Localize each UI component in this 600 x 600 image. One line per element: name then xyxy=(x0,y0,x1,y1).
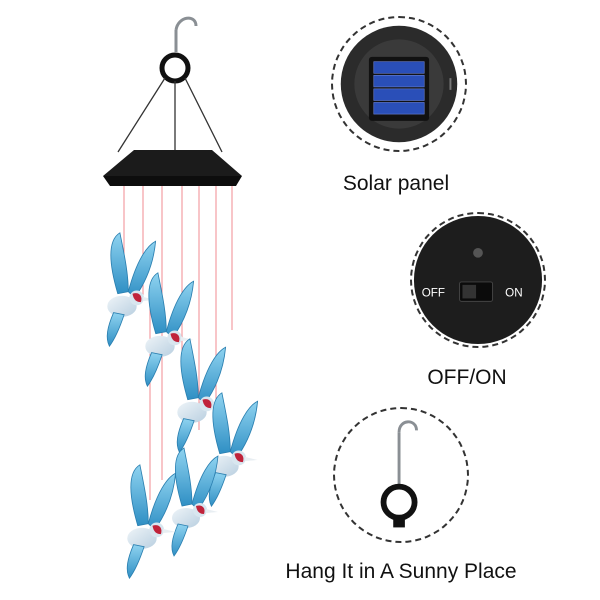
solar-panel-icon xyxy=(340,25,458,143)
hook-caption: Hang It in A Sunny Place xyxy=(285,560,517,583)
hook-icon xyxy=(380,420,418,528)
solar-panel-callout xyxy=(331,16,467,152)
switch-caption: OFF/ON xyxy=(427,366,507,389)
solar-panel-caption: Solar panel xyxy=(342,172,450,195)
power-switch-icon: OFF ON xyxy=(413,215,543,345)
switch-callout: OFF ON xyxy=(410,212,546,348)
on-label: ON xyxy=(505,287,522,300)
wind-chime-illustration xyxy=(103,16,259,579)
hook-callout xyxy=(333,407,469,543)
off-label: OFF xyxy=(422,287,445,300)
